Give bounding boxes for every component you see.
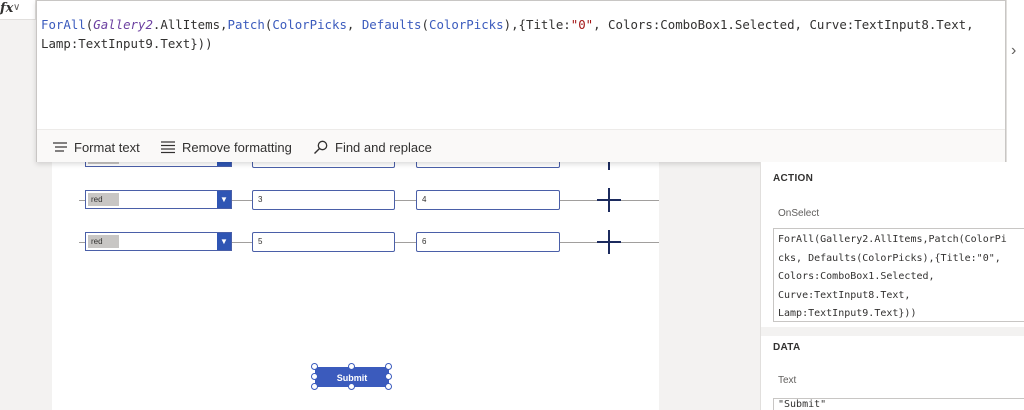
resize-handle[interactable]	[348, 363, 355, 370]
resize-handle[interactable]	[311, 383, 318, 390]
submit-control[interactable]: Submit	[311, 363, 392, 390]
find-replace-button[interactable]: Find and replace	[313, 139, 432, 157]
formula-toolbar: Format text Remove formatting Find and r…	[37, 129, 1005, 162]
onselect-line: Lamp:TextInput9.Text}))	[778, 308, 917, 320]
chevron-right-icon[interactable]: ›	[1011, 42, 1017, 59]
text-property-input[interactable]: "Submit"	[773, 398, 1024, 410]
right-edge-strip	[1006, 0, 1024, 162]
remove-formatting-label: Remove formatting	[182, 140, 292, 155]
chevron-down-icon: ∨	[13, 2, 21, 13]
plus-icon[interactable]	[597, 188, 621, 212]
onselect-line: cks, Defaults(ColorPicks),{Title:"0",	[778, 252, 1001, 264]
remove-formatting-button[interactable]: Remove formatting	[160, 139, 292, 157]
resize-handle[interactable]	[385, 373, 392, 380]
chevron-down-icon[interactable]: ▼	[217, 233, 231, 250]
gallery-row[interactable]: red ▼ 5 6	[52, 230, 659, 254]
plus-icon[interactable]	[597, 230, 621, 254]
curve-text-input[interactable]: 5	[252, 232, 395, 252]
lamp-text-input[interactable]: 6	[416, 232, 560, 252]
curve-text-input[interactable]: 3	[252, 190, 395, 210]
onselect-line: Curve:TextInput8.Text,	[778, 289, 911, 301]
selected-color-chip: red	[88, 235, 119, 248]
resize-handle[interactable]	[311, 363, 318, 370]
selected-color-chip: red	[88, 193, 119, 206]
search-icon	[314, 140, 328, 154]
format-text-button[interactable]: Format text	[52, 139, 140, 157]
color-combobox[interactable]: red ▼	[85, 190, 232, 209]
onselect-label: OnSelect	[778, 208, 820, 219]
data-section-title: DATA	[773, 342, 801, 353]
onselect-line: ForAll(Gallery2.AllItems,Patch(ColorPi	[778, 234, 1007, 245]
lamp-text-input[interactable]: 4	[416, 190, 560, 210]
chevron-down-icon[interactable]: ▼	[217, 191, 231, 208]
onselect-line: Colors:ComboBox1.Selected,	[778, 271, 935, 283]
formula-bar[interactable]: ForAll(Gallery2.AllItems,Patch(ColorPick…	[36, 0, 1006, 162]
format-text-label: Format text	[74, 140, 140, 155]
color-combobox[interactable]: red ▼	[85, 232, 232, 251]
action-section-title: ACTION	[773, 173, 814, 184]
find-replace-label: Find and replace	[335, 140, 432, 155]
fx-label: fx	[0, 1, 14, 16]
resize-handle[interactable]	[311, 373, 318, 380]
gallery-row[interactable]: red ▼ 3 4	[52, 188, 659, 212]
remove-formatting-icon	[161, 141, 175, 154]
format-text-icon	[53, 142, 67, 152]
resize-handle[interactable]	[348, 383, 355, 390]
text-label: Text	[778, 375, 797, 386]
fx-selector[interactable]: fx ∨	[0, 0, 36, 20]
section-divider	[761, 327, 1024, 336]
formula-editor[interactable]: ForAll(Gallery2.AllItems,Patch(ColorPick…	[41, 17, 982, 51]
resize-handle[interactable]	[385, 383, 392, 390]
resize-handle[interactable]	[385, 363, 392, 370]
properties-panel: ACTION OnSelect ForAll(Gallery2.AllItems…	[760, 162, 1024, 410]
onselect-formula-box[interactable]: ForAll(Gallery2.AllItems,Patch(ColorPi c…	[773, 228, 1024, 322]
